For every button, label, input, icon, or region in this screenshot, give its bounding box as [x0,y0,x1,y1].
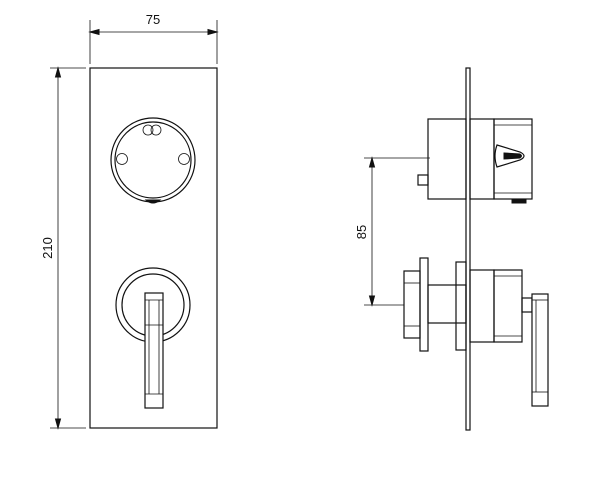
offset-dimension: 85 [354,156,430,307]
upper-side-body [417,118,533,204]
front-plate [89,67,218,429]
width-dimension: 75 [88,12,219,64]
upper-control-knob [110,117,196,204]
side-plate [465,67,471,431]
height-dimension: 210 [40,66,86,430]
height-dimension-label: 210 [40,237,55,259]
front-view: 75 210 [40,12,219,430]
side-view: 85 [354,67,549,431]
lower-side-body [403,257,549,407]
width-dimension-label: 75 [146,12,160,27]
offset-dimension-label: 85 [354,225,369,239]
lower-lever-control [115,267,191,409]
